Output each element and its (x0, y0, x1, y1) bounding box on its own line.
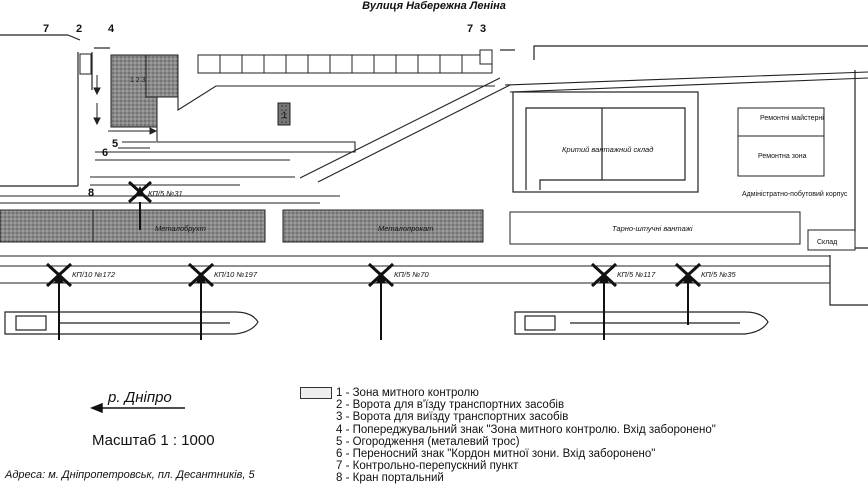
legend-item: 2 - Ворота для в'їзду транспортних засоб… (300, 399, 716, 411)
scrap-metal-label: Металобрухт (155, 224, 206, 233)
warehouse (807, 229, 856, 251)
marker-5: 5 (112, 138, 118, 150)
legend-item: 7 - Контрольно-перепускний пункт (300, 460, 716, 472)
top-storage-row (197, 54, 493, 74)
repair-zone-label: Ремонтна зона (758, 153, 807, 160)
quay-edge (829, 255, 868, 306)
legend-text: 4 - Попереджувальний знак "Зона митного … (336, 423, 716, 436)
cable-fence (118, 141, 156, 149)
legend-item: 5 - Огородження (металевий трос) (300, 436, 716, 448)
legend-item: 6 - Переносний знак "Кордон митної зони.… (300, 448, 716, 460)
internal-roads (90, 71, 868, 186)
admin-building-label: Адміністратно-побутовий корпус (742, 190, 848, 198)
repair-zone (737, 135, 825, 177)
rail-tracks (0, 195, 830, 284)
marker-2: 2 (76, 23, 82, 35)
rolled-metal-area (282, 209, 484, 243)
marker-building-numbers: 1 2 3 (130, 77, 146, 84)
river-arrow (89, 402, 185, 414)
packaged-cargo-label: Тарно-штучні вантажі (612, 224, 693, 233)
address-label: Адреса: м. Дніпропетровськ, пл. Десантни… (5, 469, 255, 481)
legend-swatch (300, 387, 332, 399)
legend-text: 7 - Контрольно-перепускний пункт (336, 460, 519, 473)
rolled-metal-label: Металопрокат (378, 224, 433, 233)
legend-item: 8 - Кран портальний (300, 472, 716, 484)
legend-item: 1 - Зона митного контролю (300, 387, 716, 399)
legend-item: 3 - Ворота для виїзду транспортних засоб… (300, 411, 716, 423)
marker-3: 3 (480, 23, 486, 35)
crane-top-label: КП/5 №31 (148, 189, 183, 198)
zone-boundary (0, 52, 93, 187)
shaded-building-annex (145, 54, 179, 98)
scrap-metal-area (0, 209, 266, 243)
crane-4-label: КП/5 №117 (617, 270, 656, 279)
crane-top (127, 180, 153, 230)
legend-text: 1 - Зона митного контролю (336, 387, 479, 400)
legend-text: 3 - Ворота для виїзду транспортних засоб… (336, 411, 569, 424)
covered-warehouse-label: Критий вантажний склад (562, 145, 653, 154)
crane-2 (187, 262, 215, 340)
crane-1-label: КП/10 №172 (72, 270, 116, 279)
crane-3 (367, 262, 395, 340)
legend-text: 2 - Ворота для в'їзду транспортних засоб… (336, 399, 565, 412)
ship-right (514, 311, 769, 335)
right-fence (844, 70, 868, 249)
legend-text: 6 - Переносний знак "Кордон митної зони.… (336, 448, 656, 461)
crane-5-label: КП/5 №35 (701, 270, 736, 279)
legend-text: 5 - Огородження (металевий трос) (336, 435, 520, 448)
checkpoint-right (479, 49, 493, 65)
repair-shops-label: Ремонтні майстерні (760, 114, 824, 122)
warehouse-label: Склад (817, 239, 837, 246)
scale-label: Масштаб 1 : 1000 (92, 432, 215, 449)
legend-item: 4 - Попереджувальний знак "Зона митного … (300, 424, 716, 436)
marker-4: 4 (108, 23, 115, 35)
marker-7-right: 7 (467, 23, 473, 35)
customs-zone-sample (277, 102, 291, 126)
river-label: р. Дніпро (108, 389, 172, 406)
crane-4 (590, 262, 618, 340)
marker-6: 6 (102, 147, 108, 159)
street-title: Вулиця Набережна Леніна (362, 0, 506, 12)
legend: 1 - Зона митного контролю 2 - Ворота для… (300, 387, 716, 485)
fence-top (0, 34, 868, 60)
covered-warehouse (512, 91, 699, 193)
vehicle-path-arrows (93, 75, 158, 135)
marker-1: 1 (282, 110, 287, 120)
packaged-cargo-area (509, 211, 801, 245)
legend-text: 8 - Кран портальний (336, 472, 444, 485)
crane-3-label: КП/5 №70 (394, 270, 429, 279)
marker-7-left: 7 (43, 23, 49, 35)
checkpoint-left (79, 53, 92, 75)
crane-1 (45, 262, 73, 340)
crane-5 (674, 262, 702, 325)
crane-2-label: КП/10 №197 (214, 270, 258, 279)
repair-shops (737, 107, 825, 137)
marker-8: 8 (88, 187, 94, 199)
ship-left (4, 311, 259, 335)
